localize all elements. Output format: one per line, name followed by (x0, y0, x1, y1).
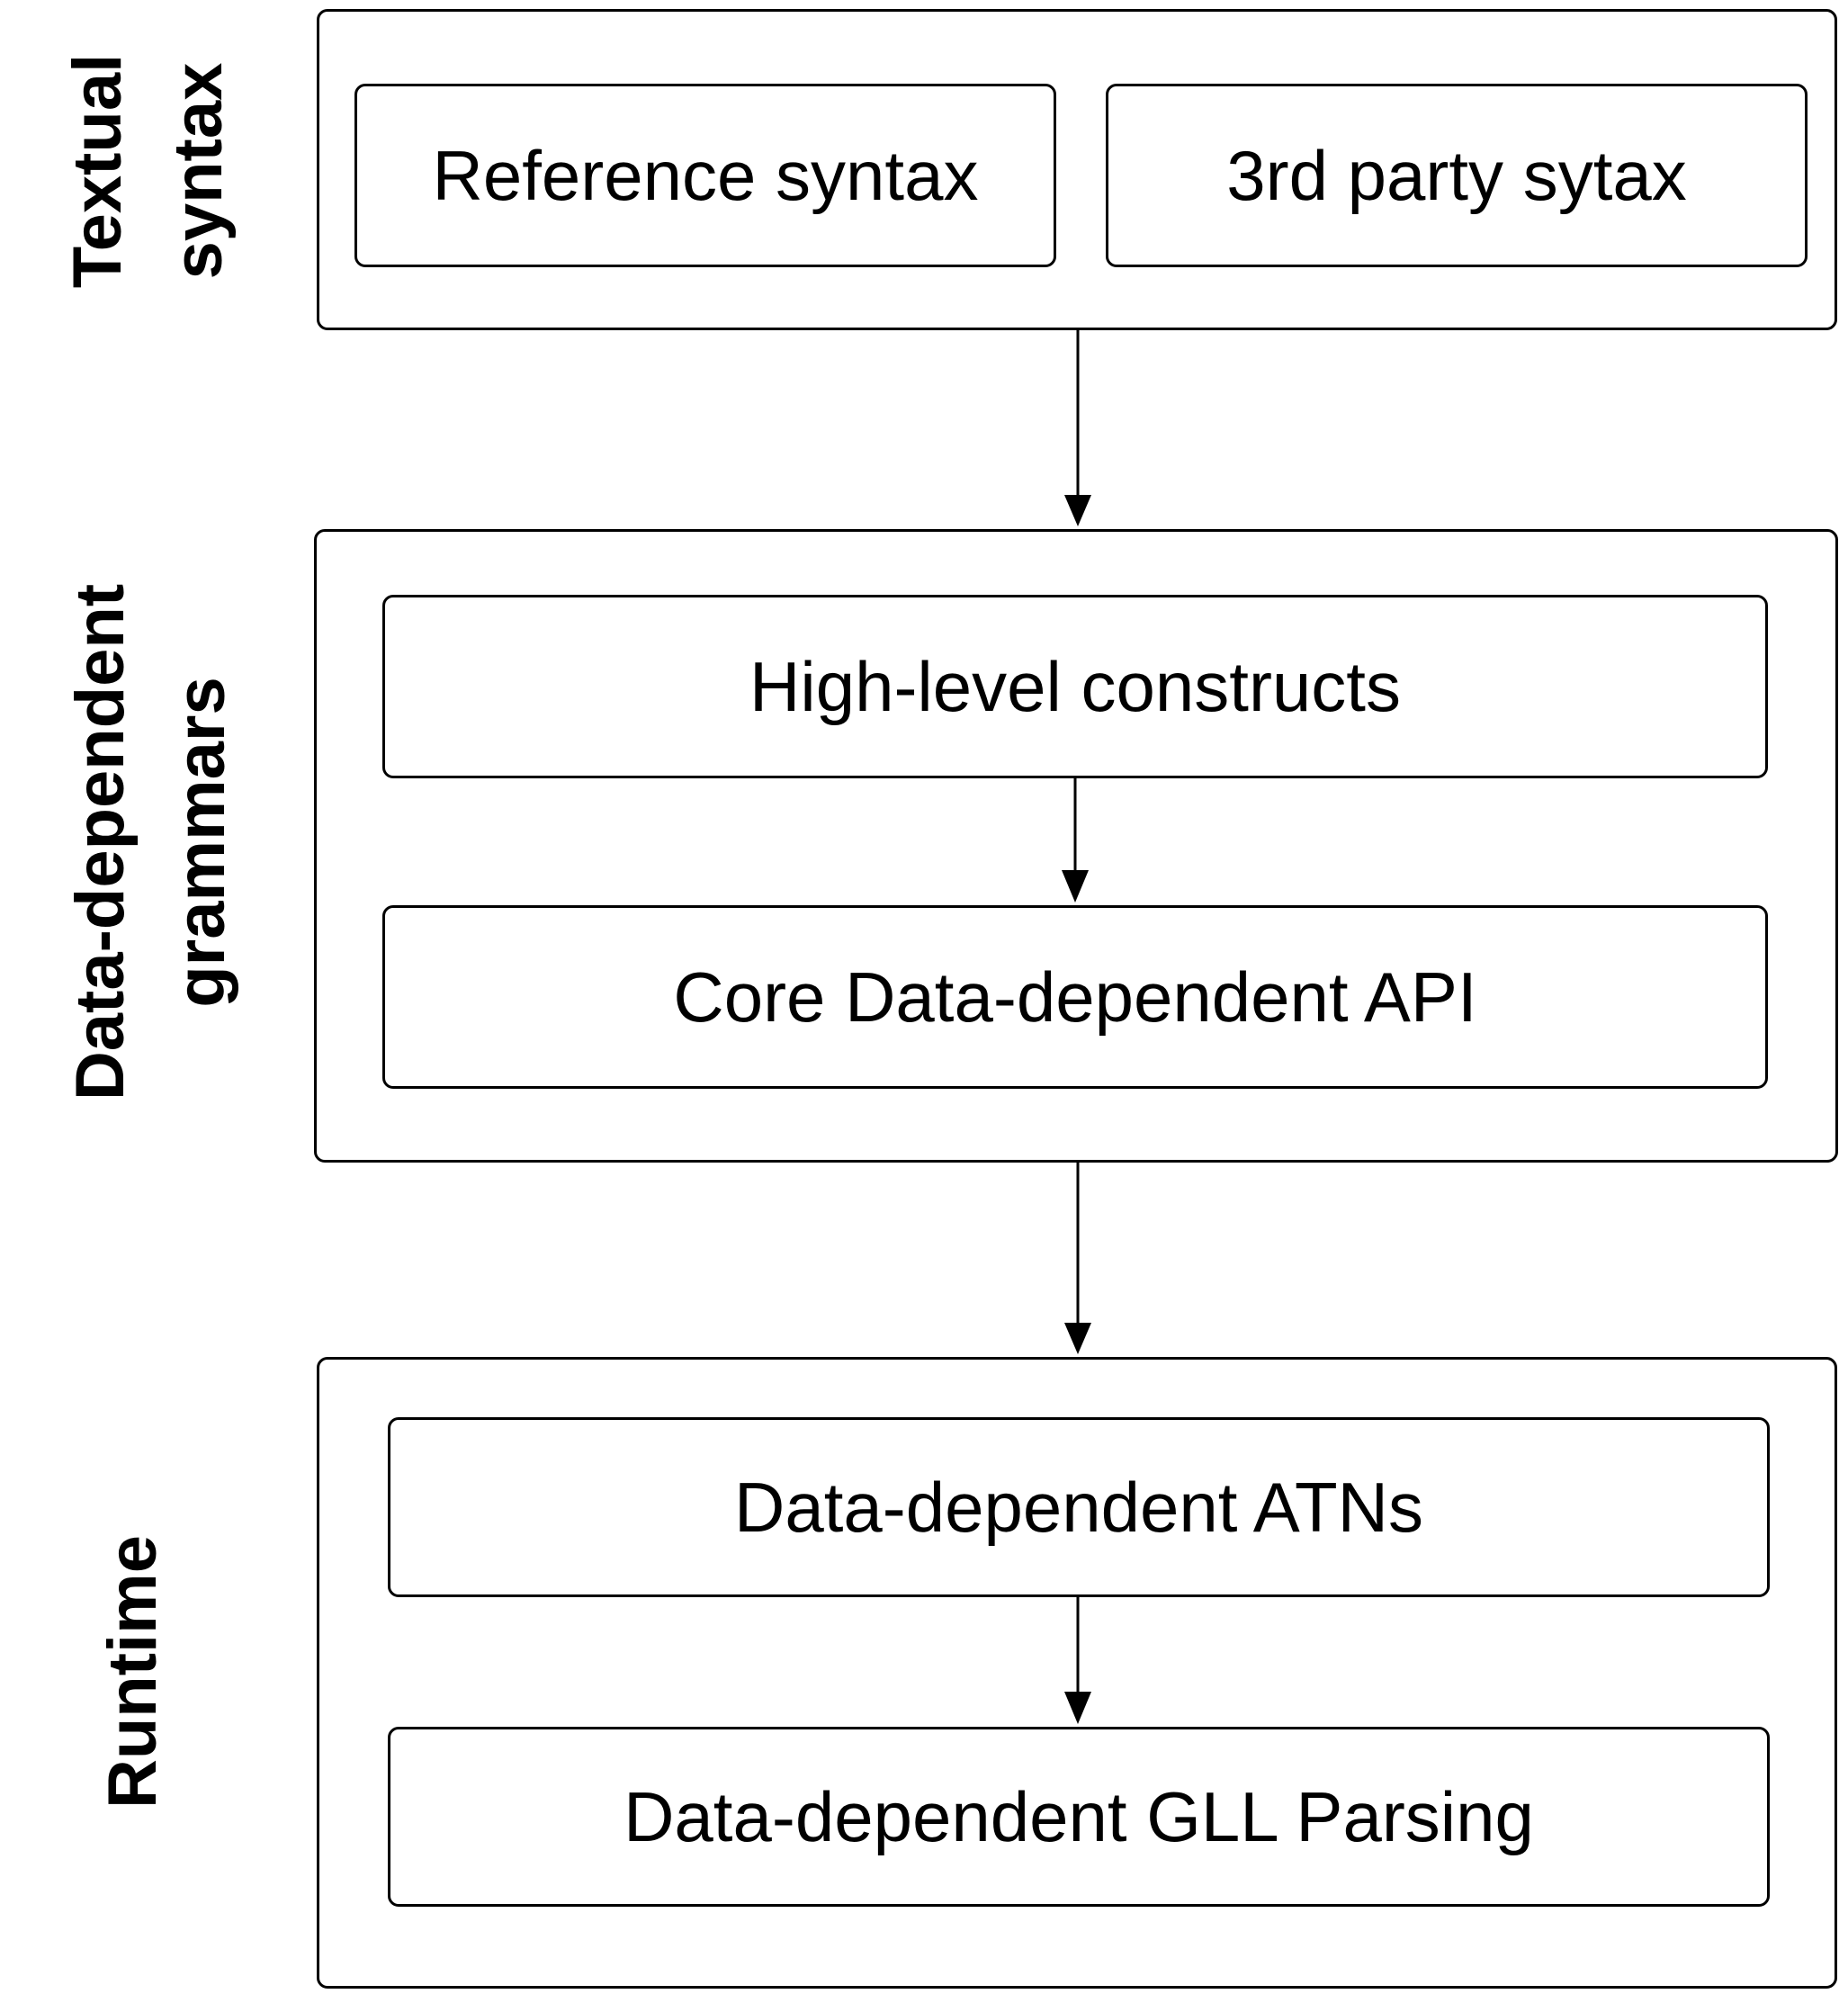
box-label: Reference syntax (432, 135, 979, 215)
box-label: Data-dependent GLL Parsing (623, 1776, 1534, 1856)
layer-label-line: Runtime (94, 1535, 171, 1809)
data-dependent-atns-box: Data-dependent ATNs (388, 1417, 1770, 1597)
layer-label-line: grammars (163, 677, 239, 1008)
layer-label-line: Data-dependent (62, 583, 139, 1101)
box-label: 3rd party sytax (1226, 135, 1687, 215)
box-label: Data-dependent ATNs (733, 1467, 1424, 1547)
layer-label-line: syntax (160, 62, 237, 280)
reference-syntax-box: Reference syntax (354, 84, 1056, 267)
layer-label-line: Textual (59, 53, 136, 289)
third-party-syntax-box: 3rd party sytax (1106, 84, 1808, 267)
box-label: Core Data-dependent API (673, 957, 1477, 1037)
box-label: High-level constructs (749, 646, 1401, 726)
layer-label-textual-syntax: Textual syntax (58, 0, 238, 351)
high-level-constructs-box: High-level constructs (382, 595, 1768, 778)
core-data-dependent-api-box: Core Data-dependent API (382, 905, 1768, 1089)
layer-label-data-dependent-grammars: Data-dependent grammars (61, 518, 241, 1166)
arrow-grammars-to-runtime (1064, 1163, 1091, 1354)
layer-label-runtime: Runtime (88, 1519, 178, 1825)
data-dependent-gll-parsing-box: Data-dependent GLL Parsing (388, 1727, 1770, 1907)
arrow-textual-to-grammars (1064, 330, 1091, 526)
